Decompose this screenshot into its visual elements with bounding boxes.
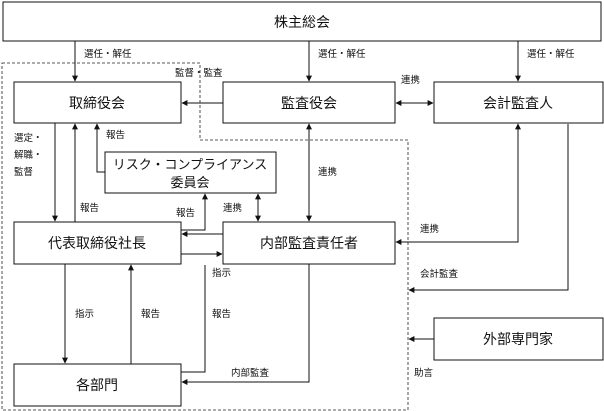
label-cooperation-1: 連携 xyxy=(401,74,420,86)
node-shareholders-label: 株主総会 xyxy=(274,15,330,31)
edge-departments-to-risk xyxy=(181,265,206,373)
label-internal-audit: 内部監査 xyxy=(231,367,270,379)
node-board: 取締役会 xyxy=(13,81,182,124)
label-select-1: 選定・ xyxy=(14,132,43,144)
label-report-4: 報告 xyxy=(141,308,160,320)
label-appoint-dismiss-2: 選任・解任 xyxy=(318,48,366,60)
node-audit-board: 監査役会 xyxy=(222,81,396,124)
label-report-2: 報告 xyxy=(80,202,99,214)
label-report-3: 報告 xyxy=(176,207,195,219)
node-departments-label: 各部門 xyxy=(76,378,118,394)
node-internal-audit-label: 内部監査責任者 xyxy=(260,235,358,252)
node-internal-audit: 内部監査責任者 xyxy=(222,221,396,265)
edge-internal-audit-to-departments xyxy=(181,264,310,385)
label-select-2: 解職・ xyxy=(14,149,43,161)
node-departments: 各部門 xyxy=(13,363,182,407)
node-external-experts: 外部専門家 xyxy=(433,317,604,361)
label-cooperation-3: 連携 xyxy=(318,166,337,178)
label-cooperation-2: 連携 xyxy=(223,202,242,214)
edge-accounting-audit xyxy=(408,124,569,293)
label-instruction-2: 指示 xyxy=(75,308,94,320)
label-report-5: 報告 xyxy=(212,308,231,320)
node-risk-committee: リスク・コンプライアンス 委員会 xyxy=(104,151,277,194)
label-accounting-audit: 会計監査 xyxy=(420,268,459,280)
node-accounting-auditor: 会計監査人 xyxy=(433,81,604,124)
label-appoint-dismiss-3: 選任・解任 xyxy=(527,48,575,60)
edge-accounting-auditor-internal-audit xyxy=(395,123,521,245)
edge-president-to-risk xyxy=(181,193,208,231)
node-board-label: 取締役会 xyxy=(69,95,125,112)
label-report-1: 報告 xyxy=(106,129,125,141)
node-audit-board-label: 監査役会 xyxy=(281,95,337,112)
label-cooperation-4: 連携 xyxy=(420,223,439,235)
node-risk-committee-label-1: リスク・コンプライアンス xyxy=(113,158,268,173)
edge-risk-to-board xyxy=(94,123,105,173)
label-select-3: 監督 xyxy=(14,166,33,178)
node-accounting-auditor-label: 会計監査人 xyxy=(483,95,553,112)
label-advice: 助言 xyxy=(414,367,434,379)
node-external-experts-label: 外部専門家 xyxy=(483,331,553,348)
label-instruction-1: 指示 xyxy=(212,267,231,279)
node-president: 代表取締役社長 xyxy=(13,221,182,265)
label-supervise-audit: 監督・監査 xyxy=(175,67,223,79)
label-appoint-dismiss-1: 選任・解任 xyxy=(84,48,132,60)
node-shareholders: 株主総会 xyxy=(2,1,602,42)
node-president-label: 代表取締役社長 xyxy=(48,235,146,252)
node-risk-committee-label-2: 委員会 xyxy=(170,176,209,191)
